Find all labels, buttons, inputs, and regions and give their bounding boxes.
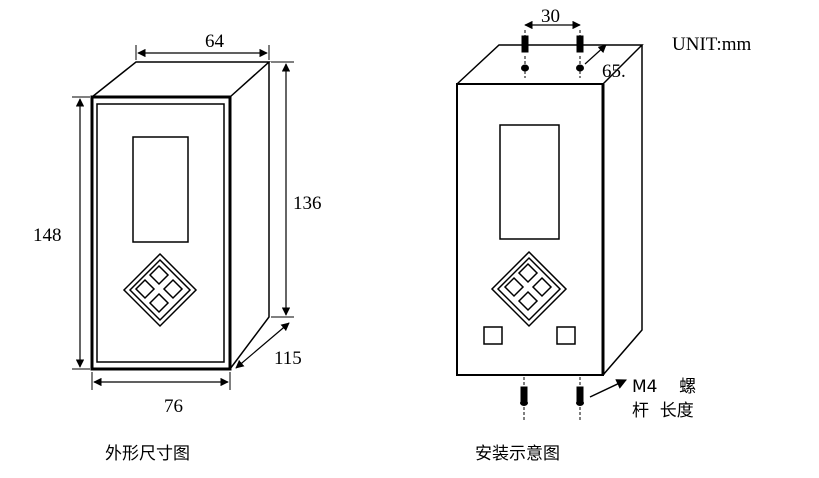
label-65: 65. [602,61,626,82]
label-76: 76 [164,396,183,417]
bottom-screw-right [576,377,584,420]
label-30: 30 [541,6,560,27]
screw-label-line1: M4 螺 [632,377,696,397]
left-front-face [90,95,232,371]
screw-leader-arrow [589,379,627,398]
right-side-face [602,45,643,376]
caption-installation: 安装示意图 [475,444,560,464]
right-display-window [499,124,560,240]
left-inner-bezel [96,103,225,363]
top-screw-right [576,30,584,78]
dim-line-115 [235,322,290,369]
label-136: 136 [293,193,322,214]
right-button-left [483,326,503,345]
bottom-screw-left [520,377,528,420]
right-device-view [456,20,644,398]
screw-label-line2: 杆 长度 [632,401,694,421]
right-top-face [456,44,644,85]
left-side-face [229,62,270,370]
left-device-view [72,45,294,390]
left-display-window [132,136,189,243]
caption-outline-dimensions: 外形尺寸图 [105,444,190,464]
label-148: 148 [33,225,62,246]
left-keypad [122,252,198,328]
top-screw-left [521,30,529,78]
label-115: 115 [274,348,302,369]
right-keypad [490,250,568,328]
label-64: 64 [205,31,225,52]
right-button-right [556,326,576,345]
left-top-face [91,61,271,98]
right-front-face [456,83,604,376]
dim-line-65 [584,44,607,65]
unit-label: UNIT:mm [672,34,751,55]
